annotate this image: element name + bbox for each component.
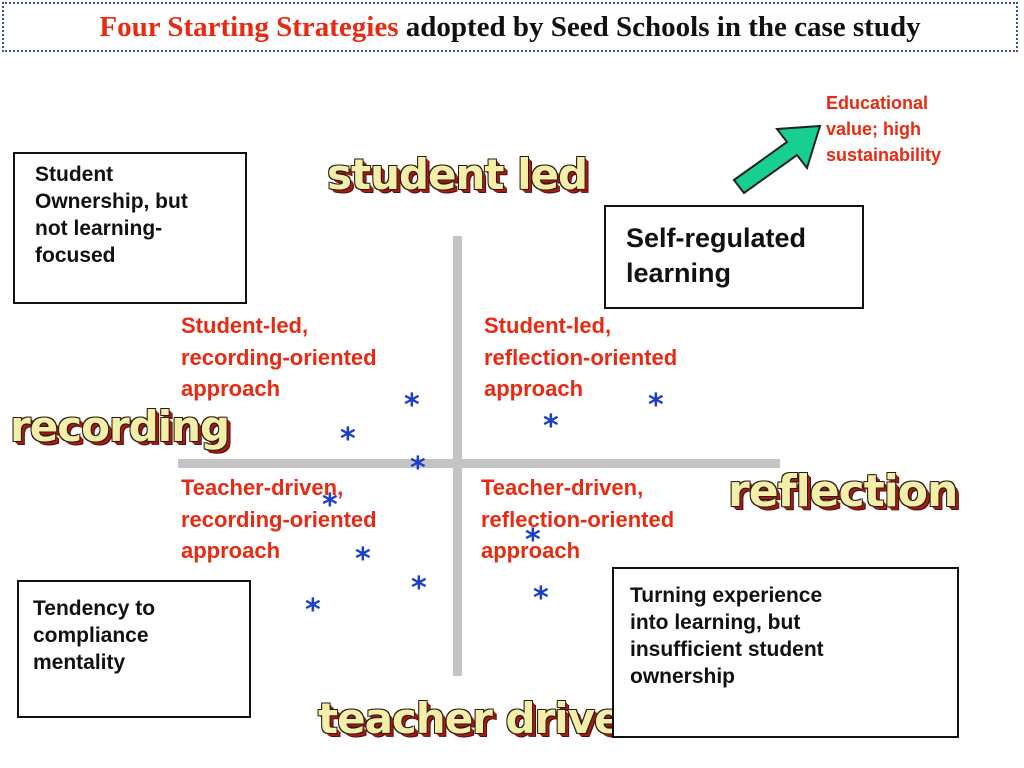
star-marker: *: [355, 542, 371, 577]
quadrant-label-teacher-reflection: Teacher-driven, reflection-oriented appr…: [481, 472, 674, 567]
box-line: Tendency to: [33, 597, 156, 620]
quadrant-line: Student-led,: [181, 313, 309, 338]
star-marker: *: [404, 388, 420, 423]
quadrant-line: approach: [481, 538, 581, 564]
slide-title: Four Starting Strategies adopted by Seed…: [2, 2, 1018, 52]
star-marker: *: [533, 581, 549, 616]
box-turning-experience: Turning experience into learning, but in…: [612, 567, 959, 738]
box-line: ownership: [630, 664, 736, 688]
quadrant-line: Student-led,: [484, 313, 612, 338]
box-student-ownership: Student Ownership, but not learning- foc…: [13, 152, 247, 304]
up-right-arrow-icon: [732, 124, 822, 195]
star-marker: *: [410, 451, 426, 486]
box-line: compliance: [33, 623, 149, 647]
title-rest: adopted by Seed Schools in the case stud…: [405, 10, 921, 43]
quadrant-line: approach: [181, 376, 281, 402]
box-line: Ownership, but: [35, 189, 188, 213]
star-marker: *: [411, 571, 427, 606]
arrow-shape: [732, 124, 822, 195]
quadrant-line: Teacher-driven,: [481, 475, 644, 500]
quadrant-label-student-reflection: Student-led, reflection-oriented approac…: [484, 310, 677, 405]
star-marker: *: [525, 523, 541, 558]
title-highlight: Four Starting Strategies: [99, 10, 399, 43]
quadrant-line: recording-oriented: [181, 506, 377, 532]
box-line: mentality: [33, 650, 126, 674]
star-marker: *: [305, 593, 321, 628]
quadrant-line: approach: [484, 376, 584, 402]
box-line: Turning experience: [630, 584, 823, 607]
horizontal-axis: [178, 459, 780, 468]
outcome-line: value; high: [826, 119, 922, 140]
star-marker: *: [322, 488, 338, 523]
quadrant-line: reflection-oriented: [481, 506, 675, 532]
quadrant-label-student-recording: Student-led, recording-oriented approach: [181, 310, 377, 405]
axis-label-recording: recording: [10, 402, 230, 451]
star-marker: *: [340, 422, 356, 457]
quadrant-label-teacher-recording: Teacher-driven, recording-oriented appro…: [181, 472, 377, 567]
box-line: learning: [626, 258, 732, 289]
box-line: Student: [35, 163, 114, 186]
outcome-line: sustainability: [826, 145, 942, 166]
axis-label-reflection: reflection: [728, 466, 958, 517]
vertical-axis: [453, 236, 462, 676]
box-line: insufficient student: [630, 637, 824, 661]
axis-label-teacher-driven: teacher driven: [318, 694, 651, 743]
outcome-line: Educational: [826, 93, 929, 113]
box-line: Self-regulated: [626, 223, 807, 253]
quadrant-line: approach: [181, 538, 281, 564]
quadrant-line: reflection-oriented: [484, 344, 678, 370]
star-marker: *: [648, 388, 664, 423]
quadrant-line: recording-oriented: [181, 344, 377, 370]
star-marker: *: [543, 409, 559, 444]
box-compliance-mentality: Tendency to compliance mentality: [17, 580, 251, 718]
box-line: not learning-: [35, 216, 163, 240]
box-line: focused: [35, 243, 116, 267]
box-line: into learning, but: [630, 610, 801, 634]
outcome-label: Educational value; high sustainability: [826, 90, 941, 168]
quadrant-line: Teacher-driven,: [181, 475, 344, 500]
axis-label-student-led: student led: [327, 150, 588, 199]
box-self-regulated-learning: Self-regulated learning: [604, 205, 864, 309]
